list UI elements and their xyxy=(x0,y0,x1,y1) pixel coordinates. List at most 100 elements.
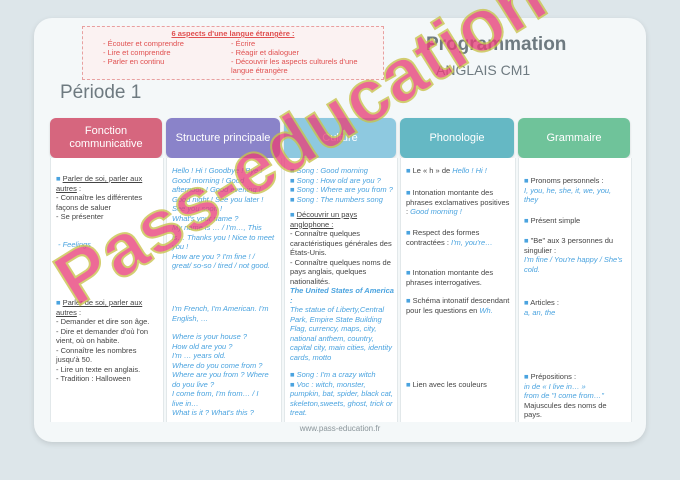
structure-line: I'm French, I'm American. I'm xyxy=(172,304,269,313)
gram-item-1: ■ Pronoms personnels : I, you, he, she, … xyxy=(524,176,626,205)
culture-block: ■ Song : Good morning ■ Song : How old a… xyxy=(290,166,394,418)
aspect-item: Écouter et comprendre xyxy=(103,39,184,48)
fonction-item: - Se présenter xyxy=(56,212,104,221)
phono-example: Hello ! Hi ! xyxy=(452,166,487,175)
structure-line: What's your name ? xyxy=(172,213,239,223)
column-body xyxy=(284,158,398,422)
fonction-item: - Demander et dire son âge. xyxy=(56,317,150,326)
page-subtitle: ANGLAIS CM1 xyxy=(436,62,531,78)
column-header-culture: Culture xyxy=(284,118,396,158)
column-header-label: Culture xyxy=(322,131,358,144)
column-header-grammaire: Grammaire xyxy=(518,118,630,158)
structure-line: great/ so-so / tired / not good. xyxy=(172,261,270,270)
aspects-col-2: Écrire Réagir et dialoguer Découvrir les… xyxy=(231,39,376,75)
aspect-item: Réagir et dialoguer xyxy=(231,48,376,57)
structure-block-2: I'm French, I'm American. I'm English, …… xyxy=(172,304,278,418)
structure-line: Good morning ! Good xyxy=(172,175,245,185)
culture-song: Song : Where are you from ? xyxy=(296,185,393,194)
phono-text: Schéma intonatif descendant pour les que… xyxy=(406,296,510,315)
phono-item-6: ■ Lien avec les couleurs xyxy=(406,380,487,389)
column-header-label: Grammaire xyxy=(546,131,602,144)
structure-line: How are you ? I'm fine ! / xyxy=(172,251,255,261)
column-header-fonction: Fonction communicative xyxy=(50,118,162,158)
fonction-block-2: ■ Parler de soi, parler aux autres : - D… xyxy=(56,298,158,384)
aspect-item: Écrire xyxy=(231,39,376,48)
culture-pays-title: Découvrir un pays anglophone : xyxy=(290,210,358,229)
column-header-phonologie: Phonologie xyxy=(400,118,514,158)
structure-line: What is it ? What's this ? xyxy=(172,408,254,417)
culture-pays-item: - Connaître quelques noms de pays anglai… xyxy=(290,257,391,286)
structure-line: Where are you from ? Where xyxy=(172,370,269,379)
fonction-item: - Connaître les nombres jusqu'à 50. xyxy=(56,345,137,365)
structure-line: Where do you come from ? xyxy=(172,360,263,370)
culture-song: Song : Good morning xyxy=(296,166,368,175)
gram-text: Prépositions : xyxy=(530,372,577,381)
aspect-item: Parler en continu xyxy=(103,57,184,66)
fonction-block-title: Parler de soi, parler aux autres xyxy=(56,174,143,193)
column-body xyxy=(50,158,164,422)
gram-text: Pronoms personnels : xyxy=(530,176,604,185)
structure-line: How old are you ? xyxy=(172,341,233,351)
structure-line: is… Thanks you ! Nice to meet xyxy=(172,232,275,242)
phono-example: Wh. xyxy=(479,305,493,315)
aspects-box: 6 aspects d'une langue étrangère : Écout… xyxy=(82,26,384,80)
structure-line: I come from, I'm from… / I xyxy=(172,389,259,398)
fonction-item: - Lire un texte en anglais. xyxy=(56,364,141,374)
column-body xyxy=(400,158,516,422)
structure-line: do you live ? xyxy=(172,379,215,389)
aspects-title: 6 aspects d'une langue étrangère : xyxy=(171,29,295,38)
gram-text: Présent simple xyxy=(530,216,581,225)
structure-line: English, … xyxy=(172,313,209,323)
gram-example: a, an, the xyxy=(524,307,556,317)
structure-line: live in… xyxy=(172,398,199,408)
fonction-item: - Connaître les différentes façons de sa… xyxy=(56,193,143,212)
gram-example: I, you, he, she, it, we, you, they xyxy=(524,185,612,205)
gram-text: Majuscules des noms de pays. xyxy=(524,400,607,420)
structure-line: My name is … / I'm…, This xyxy=(172,223,262,232)
aspect-item: Lire et comprendre xyxy=(103,48,184,57)
structure-line: Hello ! Hi ! Goodbye ! Bye ! xyxy=(172,166,263,175)
footer-url: www.pass-education.fr xyxy=(299,424,381,433)
gram-example: from de "I come from…" xyxy=(524,391,604,400)
phono-item-5: ■ Schéma intonatif descendant pour les q… xyxy=(406,296,510,315)
phono-text: Respect des formes contractées : xyxy=(406,228,480,247)
phono-example: Good morning ! xyxy=(410,207,462,216)
culture-vocabulary: Voc : witch, monster, pumpkin, bat, spid… xyxy=(290,379,393,418)
fonction-block-title: Parler de soi, parler aux autres xyxy=(56,298,143,317)
phono-item-4: ■ Intonation montante des phrases interr… xyxy=(406,268,494,287)
culture-pays-item: - Connaître quelques caractéristiques gé… xyxy=(290,229,392,257)
phono-text: Intonation montante des phrases interrog… xyxy=(406,268,494,287)
phono-item-2: ■ Intonation montante des phrases exclam… xyxy=(406,188,510,216)
gram-item-2: ■ Présent simple xyxy=(524,216,581,225)
culture-song: Song : I'm a crazy witch xyxy=(296,370,376,379)
structure-line: afternoon ! Good evening ! xyxy=(172,185,261,194)
fonction-block-1: ■ Parler de soi, parler aux autres : - C… xyxy=(56,174,158,222)
column-body xyxy=(166,158,282,422)
periode-label: Période 1 xyxy=(60,82,142,103)
gram-item-5: ■ Prépositions : in de « I live in… » fr… xyxy=(524,372,626,420)
culture-usa-title: The United States of America : xyxy=(290,286,394,305)
column-header-label: Fonction communicative xyxy=(69,125,143,150)
column-header-label: Phonologie xyxy=(429,131,485,144)
structure-block-1: Hello ! Hi ! Goodbye ! Bye ! Good mornin… xyxy=(172,166,278,271)
culture-usa-text: The statue of Liberty,Central Park, Empi… xyxy=(290,305,392,362)
column-header-label: Structure principale xyxy=(175,131,271,144)
aspect-item: Découvrir les aspects culturels d'une la… xyxy=(231,57,376,75)
page-title: Programmation xyxy=(426,34,567,55)
phono-text: Lien avec les couleurs xyxy=(412,380,487,389)
gram-item-3: ■ "Be" aux 3 personnes du singulier : I'… xyxy=(524,236,626,274)
column-body xyxy=(518,158,632,422)
structure-line: you ! xyxy=(172,242,189,251)
structure-line: Good night ! See you later ! xyxy=(172,194,264,204)
structure-line: I'm … years old. xyxy=(172,351,226,360)
fonction-feelings: - Feelings xyxy=(58,240,91,249)
phono-item-1: ■ Le « h » de Hello ! Hi ! xyxy=(406,166,487,175)
fonction-item: - Dire et demander d'où l'on vient, où o… xyxy=(56,326,149,346)
phono-item-3: ■ Respect des formes contractées : I'm, … xyxy=(406,228,493,247)
gram-text: Articles : xyxy=(530,298,559,307)
structure-line: Where is your house ? xyxy=(172,332,248,341)
fonction-item: - Tradition : Halloween xyxy=(56,374,131,383)
structure-line: See you soon ! xyxy=(172,204,223,213)
culture-song: Song : How old are you ? xyxy=(296,175,381,185)
gram-example: I'm fine / You're happy / She's cold. xyxy=(524,255,623,274)
